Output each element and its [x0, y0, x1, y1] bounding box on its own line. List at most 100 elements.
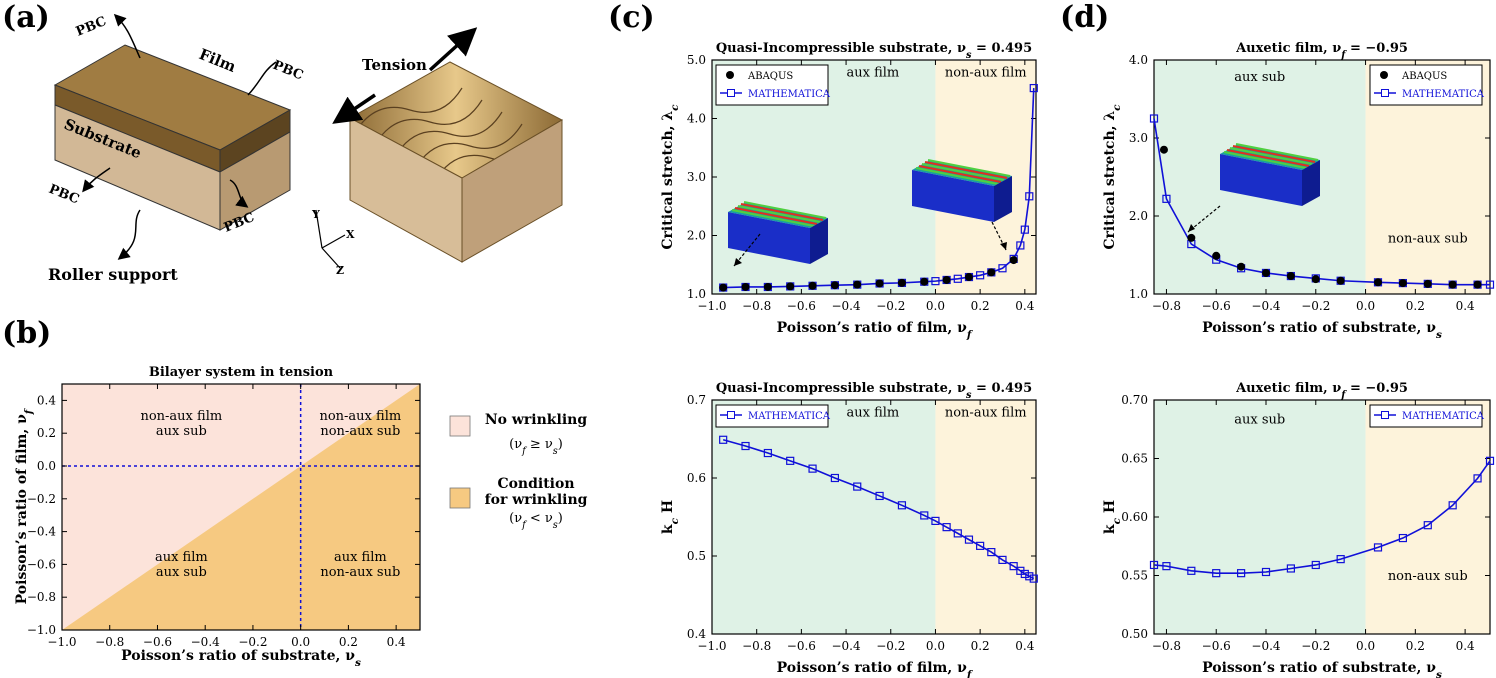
- y-tick-label: 0.65: [1121, 452, 1148, 466]
- inset-pointer-arrowhead: [1188, 224, 1195, 232]
- data-point-mathematica: [1261, 567, 1271, 577]
- data-point-mathematica: [1448, 501, 1457, 510]
- x-tick-label: −0.2: [238, 635, 267, 649]
- fem-inset: [912, 159, 1012, 222]
- tension-label: Tension: [362, 56, 427, 74]
- x-tick-label: 0.2: [971, 639, 990, 653]
- fem-inset-front: [912, 170, 994, 222]
- fem-inset-side: [1302, 160, 1320, 206]
- fem-inset-stripe: [737, 205, 821, 223]
- x-tick-label: −0.2: [1301, 299, 1330, 313]
- band-label: aux sub: [1234, 70, 1285, 85]
- legend-abaqus-marker: [726, 71, 734, 79]
- axis-x-label: X: [346, 228, 355, 241]
- y-tick-label: 0.7: [687, 393, 706, 407]
- data-point-mathematica: [987, 548, 996, 557]
- chart-title: Quasi-Incompressible substrate, νs = 0.4…: [716, 381, 1032, 401]
- data-point-mathematica: [1423, 521, 1432, 530]
- legend-condition: (νf ≥ νs): [509, 437, 563, 457]
- panel-label-b: (b): [2, 316, 52, 351]
- bilayer-schematic: Film Substrate PBC PBC PBC PBC Roller su…: [47, 13, 564, 284]
- chart-title: Quasi-Incompressible substrate, νs = 0.4…: [716, 41, 1032, 61]
- y-tick-label: 2.0: [687, 229, 706, 243]
- panel-label-c: (c): [608, 0, 655, 35]
- legend-label: Condition: [497, 476, 574, 492]
- x-tick-label: −0.4: [1251, 639, 1281, 653]
- legend-mathematica-label: MATHEMATICA: [1402, 89, 1485, 100]
- x-tick-label: 0.0: [1356, 639, 1375, 653]
- data-point-mathematica: [1311, 560, 1320, 570]
- data-point-mathematica: [1029, 574, 1038, 583]
- band-left: [712, 400, 936, 634]
- axis-z-label: Z: [336, 264, 344, 277]
- data-point-mathematica: [998, 555, 1007, 564]
- x-tick-label: −0.4: [831, 299, 861, 313]
- x-tick-label: 0.4: [1015, 639, 1034, 653]
- x-tick-label: −0.2: [876, 299, 905, 313]
- data-point-abaqus: [1009, 256, 1018, 265]
- inset-pointer-arrow: [733, 233, 761, 267]
- fem-inset-side: [994, 176, 1012, 222]
- data-point-mathematica: [1212, 569, 1221, 578]
- data-point-mathematica: [931, 516, 940, 525]
- band-label: non-aux sub: [1388, 232, 1468, 247]
- legend-box: [1369, 404, 1483, 428]
- data-point-abaqus: [897, 278, 906, 287]
- data-point-mathematica: [830, 473, 839, 483]
- legend-abaqus-label: ABAQUS: [1401, 71, 1447, 82]
- legend-box: [715, 64, 829, 106]
- legend-mathematica-label: MATHEMATICA: [748, 89, 831, 100]
- y-tick-label: 0.55: [1121, 569, 1148, 583]
- data-point-mathematica: [1398, 533, 1407, 543]
- data-point-abaqus: [942, 275, 951, 284]
- fem-inset-stripe: [927, 159, 1011, 177]
- x-tick-label: 0.2: [1406, 299, 1425, 313]
- x-tick-label: −1.0: [697, 639, 726, 653]
- band-left: [1154, 400, 1366, 634]
- data-point-mathematica: [1187, 566, 1196, 575]
- legend-mathematica-label: MATHEMATICA: [748, 411, 831, 422]
- fem-inset-stripe: [918, 165, 1002, 183]
- data-point-abaqus: [786, 282, 795, 291]
- data-point-abaqus: [1473, 280, 1482, 289]
- data-point-abaqus: [763, 282, 772, 291]
- x-axis-label: Poisson’s ratio of film, νf: [777, 320, 974, 341]
- data-point-mathematica: [719, 435, 728, 444]
- x-tick-label: −0.8: [1152, 299, 1181, 313]
- x-tick-label: 0.4: [1015, 299, 1034, 313]
- x-tick-label: 0.0: [291, 635, 310, 649]
- legend-box: [1369, 64, 1483, 106]
- data-point-abaqus: [1336, 276, 1345, 285]
- legend-abaqus-marker: [1380, 71, 1388, 79]
- plot-frame: [61, 383, 421, 631]
- fem-inset-stripe: [743, 201, 827, 219]
- y-tick-label: 1.0: [1129, 287, 1148, 301]
- data-point-mathematica: [942, 523, 951, 532]
- fem-inset-stripe: [1232, 145, 1316, 163]
- x-tick-label: 0.4: [1456, 299, 1475, 313]
- y-tick-label: 0.6: [687, 471, 706, 485]
- fem-inset-stripe: [1223, 151, 1307, 169]
- chart-title: Bilayer system in tension: [149, 365, 334, 380]
- y-tick-label: −0.8: [27, 590, 56, 604]
- pbc-label-bottom-left: PBC: [47, 182, 82, 208]
- data-point-mathematica: [1336, 555, 1345, 564]
- data-point-abaqus: [1423, 279, 1432, 288]
- fem-inset: [728, 201, 828, 264]
- fem-inset-stripe: [924, 161, 1008, 179]
- data-point-mathematica: [1016, 241, 1025, 250]
- data-point-abaqus: [920, 277, 929, 286]
- fem-inset-stripe: [1229, 147, 1313, 165]
- series-line-mathematica: [1153, 460, 1491, 574]
- data-point-mathematica: [1473, 474, 1482, 483]
- y-tick-label: 0.5: [687, 549, 706, 563]
- data-point-mathematica: [1286, 564, 1295, 573]
- data-point-abaqus: [853, 280, 862, 289]
- x-tick-label: 0.4: [387, 635, 406, 649]
- data-point-abaqus: [719, 283, 728, 292]
- legend-mathematica-label: MATHEMATICA: [1402, 411, 1485, 422]
- data-point-mathematica: [1020, 225, 1029, 234]
